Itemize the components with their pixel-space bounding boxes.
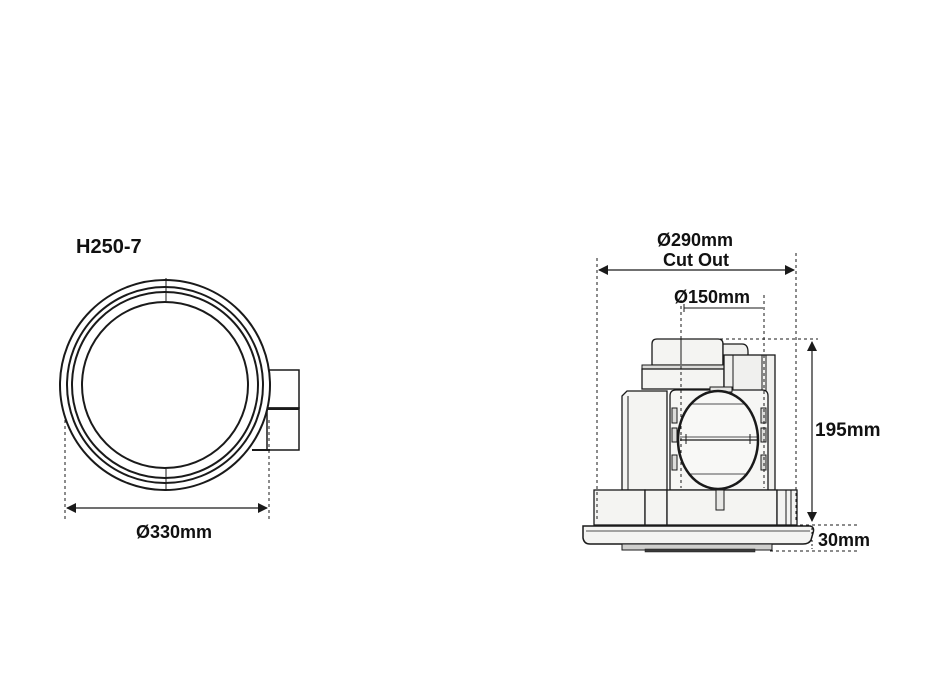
outer-ring (59, 279, 271, 491)
spigot-150-dimension (680, 295, 765, 488)
side-view-fan (582, 338, 815, 553)
cutout-290-dimension (596, 253, 797, 520)
model-title: H250-7 (76, 236, 142, 258)
grille-30-dimension (770, 524, 857, 552)
inner-ring-outer (71, 291, 259, 479)
middle-ring (66, 286, 264, 484)
diameter-330-dimension (64, 420, 270, 520)
diameter-330-label: Ø330mm (136, 522, 213, 542)
cutout-caption: Cut Out (663, 250, 729, 270)
inner-ring (81, 301, 249, 469)
cutout-diameter-label: Ø290mm (657, 230, 734, 250)
duct-outlet-box (252, 369, 300, 451)
height-195-label: 195mm (815, 420, 881, 441)
grille-height-label: 30mm (818, 530, 871, 550)
height-195-dimension (720, 338, 818, 522)
spigot-diameter-label: Ø150mm (674, 287, 751, 307)
grille-plate (582, 525, 815, 545)
top-view-fan (59, 278, 300, 491)
